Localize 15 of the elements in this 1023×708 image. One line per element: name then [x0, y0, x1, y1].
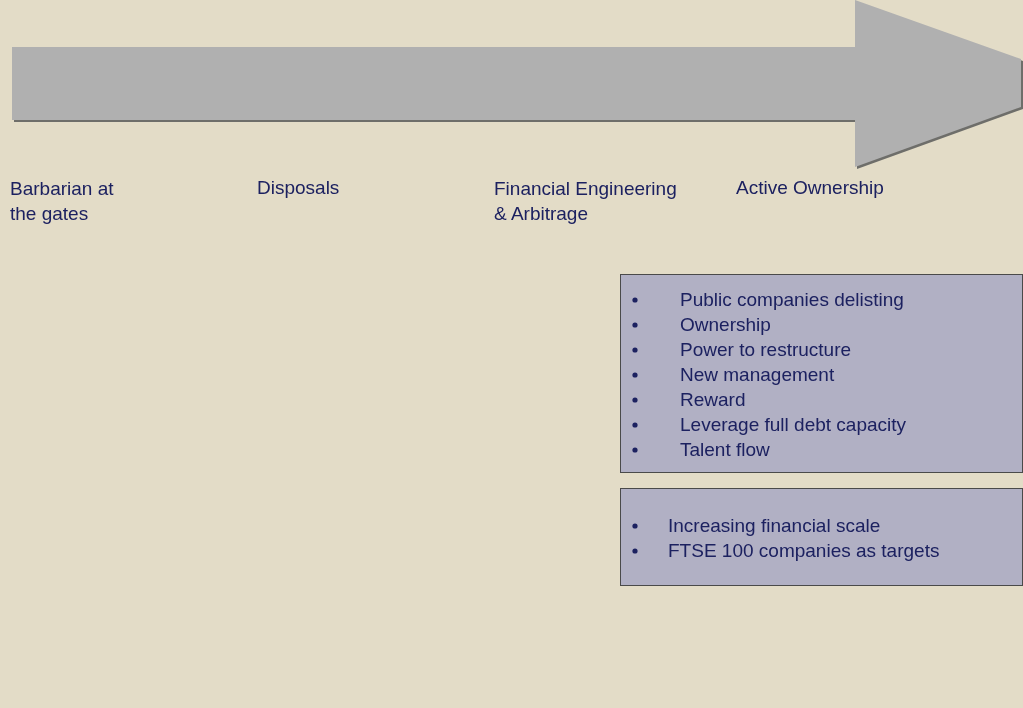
bullet-text: Power to restructure: [680, 338, 852, 362]
bullet-text: Public companies delisting: [680, 288, 904, 312]
stage-label: Active Ownership: [736, 176, 885, 200]
bullet-text: Reward: [680, 388, 746, 412]
stage-label: Disposals: [257, 176, 341, 200]
bullet-list-panel: [620, 274, 1023, 473]
bullet-text: FTSE 100 companies as targets: [668, 539, 940, 563]
bullet-text: Increasing financial scale: [668, 514, 881, 538]
bullet-text: Leverage full debt capacity: [680, 413, 907, 437]
bullet-text: Ownership: [680, 313, 771, 337]
bullet-text: Talent flow: [680, 438, 770, 462]
stage-label: Financial Engineering & Arbitrage: [494, 177, 678, 226]
bullet-text: New management: [680, 363, 835, 387]
bullet-list-panel: [620, 488, 1023, 586]
stage-label: Barbarian at the gates: [10, 177, 115, 226]
